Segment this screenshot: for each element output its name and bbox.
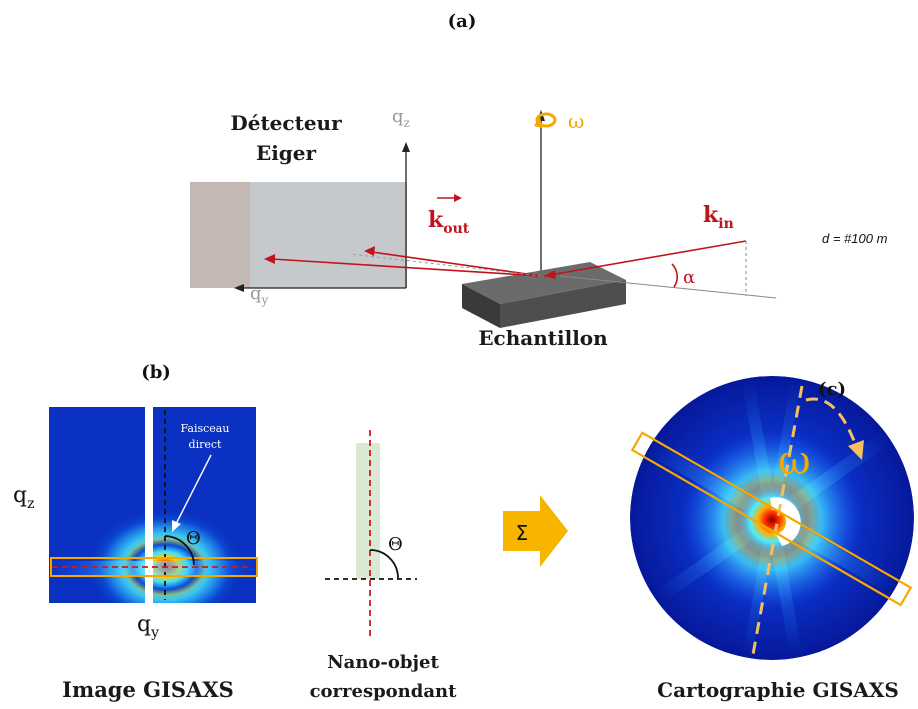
gisaxs-image bbox=[49, 407, 256, 603]
b-integration-box bbox=[50, 557, 258, 577]
a-qz-label: qz bbox=[392, 106, 410, 130]
b-qy-label: qy bbox=[137, 612, 159, 641]
nano-object-shape bbox=[356, 443, 380, 579]
b-theta-label: Θ bbox=[186, 528, 201, 549]
sum-symbol: Σ bbox=[516, 521, 529, 545]
b-caption: Image GISAXS bbox=[62, 677, 234, 702]
map-rotation-arrow bbox=[805, 397, 858, 447]
detector-name-line2: Eiger bbox=[256, 141, 317, 165]
detector-name-line1: Détecteur bbox=[230, 111, 342, 135]
gisaxs-map bbox=[630, 376, 914, 660]
sample-block bbox=[462, 262, 626, 328]
sample-label: Echantillon bbox=[478, 326, 608, 350]
a-omega-label: ω bbox=[568, 109, 584, 133]
sample-top-face bbox=[462, 262, 626, 304]
a-qy-label: qy bbox=[250, 283, 269, 307]
beamstop-strip bbox=[145, 407, 153, 603]
qy-axis-arrowhead-icon bbox=[234, 284, 244, 292]
b-qz-label: qz bbox=[13, 483, 34, 512]
panel-b-tag: (b) bbox=[141, 362, 171, 383]
panel-c-tag: (c) bbox=[818, 379, 846, 400]
nano-caption-line2: correspondant bbox=[310, 681, 458, 702]
sample-plane-guide bbox=[559, 275, 777, 299]
direct-beam-pointer-arrowhead-icon bbox=[172, 520, 181, 532]
c-caption: Cartographie GISAXS bbox=[657, 678, 899, 702]
detector-back-face bbox=[190, 182, 250, 288]
map-vertical-dashed-axis bbox=[750, 385, 804, 661]
nano-caption-line1: Nano-objet bbox=[327, 652, 439, 673]
scattered-beam-1 bbox=[271, 258, 542, 277]
alpha-angle-arc bbox=[671, 263, 678, 288]
specular-guide bbox=[349, 253, 542, 277]
sum-arrow-icon bbox=[503, 495, 568, 567]
kout-vector-arrowhead-icon bbox=[454, 194, 462, 202]
nano-theta-arc bbox=[369, 549, 399, 579]
direct-beam-pointer bbox=[175, 454, 212, 525]
panel-a-tag: (a) bbox=[448, 11, 477, 32]
map-integration-box bbox=[630, 431, 913, 607]
nano-theta-label: Θ bbox=[388, 534, 403, 555]
sample-front-face bbox=[500, 280, 626, 328]
direct-beam-label-line2: direct bbox=[189, 438, 222, 451]
rotation-omega-icon bbox=[534, 112, 557, 128]
c-omega-label: ω bbox=[778, 438, 811, 484]
incident-beam bbox=[543, 240, 747, 277]
kout-label: kout bbox=[428, 207, 470, 237]
qz-axis-arrowhead-icon bbox=[402, 142, 410, 152]
map-rotation-arrowhead-icon bbox=[848, 440, 864, 460]
alpha-label: α bbox=[683, 267, 695, 288]
detector-front-face bbox=[250, 182, 407, 288]
eiger-detector bbox=[190, 182, 407, 288]
scattered-beam-1-arrowhead-icon bbox=[264, 254, 275, 264]
sample-left-face bbox=[462, 284, 500, 328]
direct-beam-label-line1: Faisceau bbox=[181, 422, 230, 435]
scattered-beam-2-arrowhead-icon bbox=[364, 246, 375, 256]
kin-label: kin bbox=[703, 202, 734, 232]
distance-label: d = #100 m bbox=[822, 231, 888, 246]
b-theta-arc bbox=[164, 535, 195, 566]
incident-beam-arrowhead-icon bbox=[544, 270, 556, 279]
scattered-beam-2 bbox=[371, 251, 542, 277]
